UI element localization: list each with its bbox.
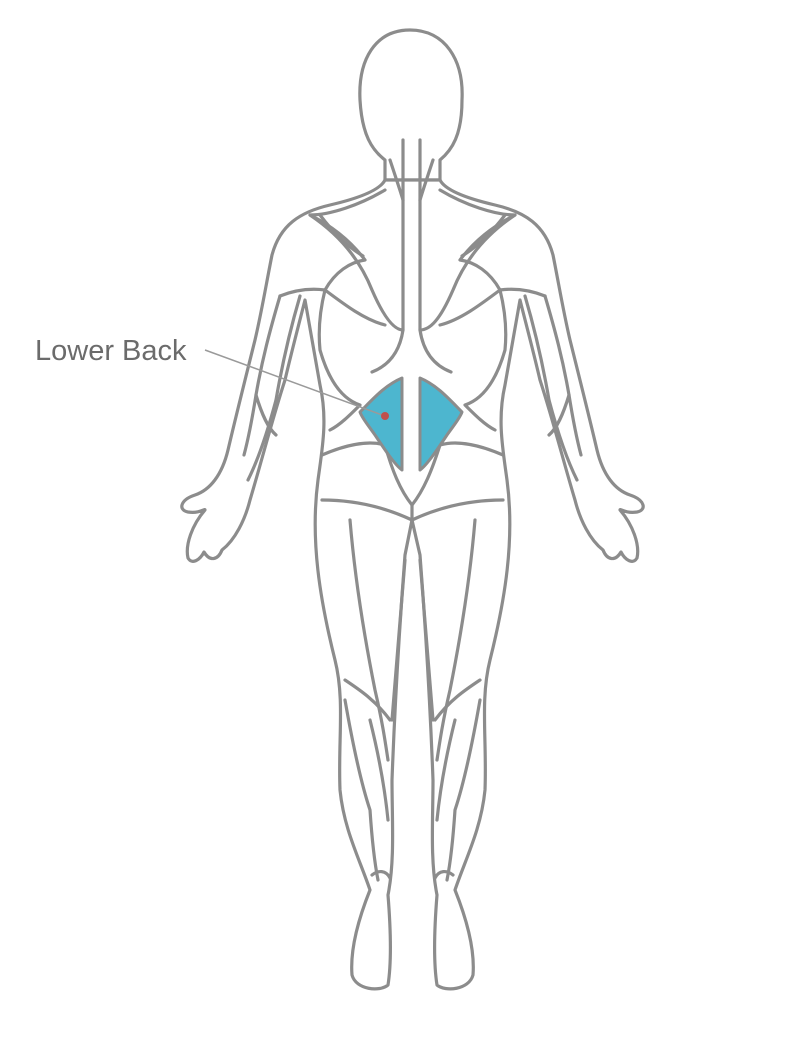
lower-back-left-muscle[interactable] (358, 376, 404, 472)
lower-back-right-muscle[interactable] (418, 376, 464, 472)
lower-back-highlight[interactable] (358, 376, 464, 472)
torso (180, 178, 645, 991)
body-outline (180, 28, 645, 991)
callout: Lower Back (35, 335, 389, 420)
head (358, 28, 464, 182)
muscle-lines (242, 138, 583, 882)
callout-dot (381, 412, 389, 420)
callout-leader-line (204, 349, 386, 417)
lower-back-label: Lower Back (35, 335, 187, 367)
